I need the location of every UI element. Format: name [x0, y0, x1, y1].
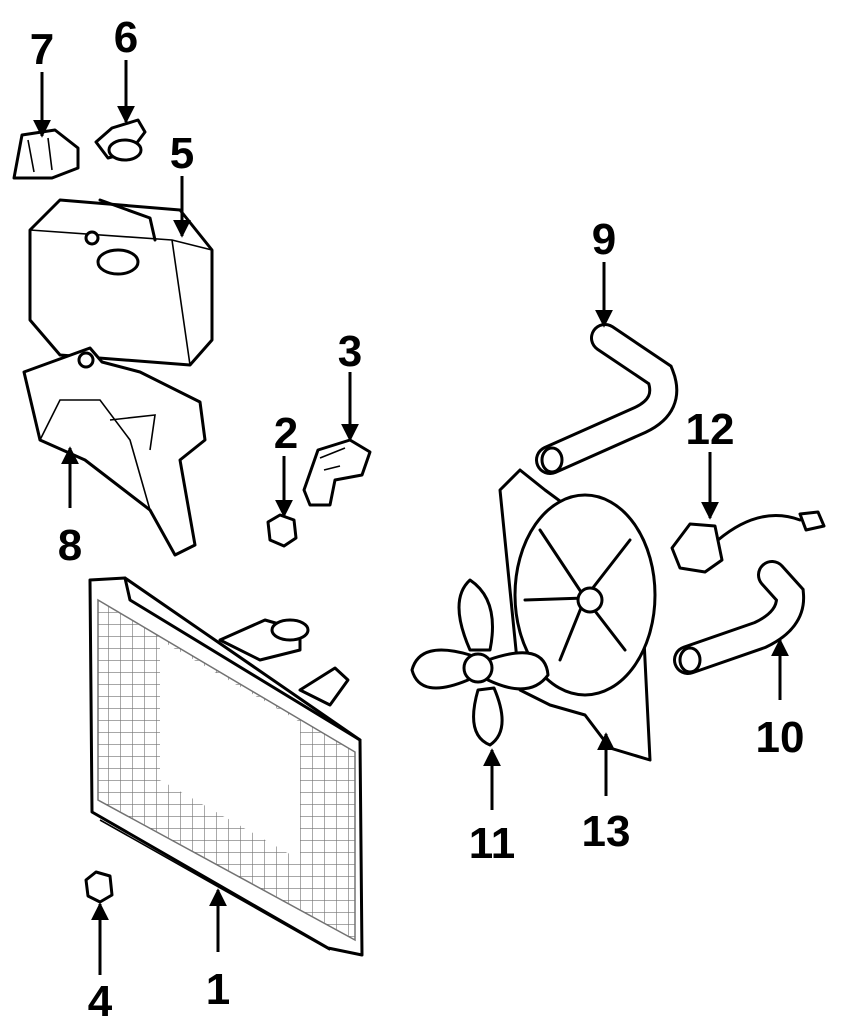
- part-10-lower-hose: [673, 560, 806, 675]
- callout-10: 10: [756, 713, 805, 762]
- callout-9: 9: [592, 215, 616, 264]
- part-5-reservoir-tank: [28, 198, 214, 367]
- part-1-radiator: [88, 576, 364, 957]
- part-3-clamp: [302, 438, 372, 507]
- callout-2: 2: [274, 409, 298, 458]
- callout-7: 7: [30, 25, 54, 74]
- callout-4: 4: [88, 977, 113, 1024]
- part-11-fan-blade: [410, 578, 550, 747]
- callout-11: 11: [469, 819, 516, 868]
- part-8-tank-bracket: [22, 346, 207, 557]
- callout-6: 6: [114, 13, 138, 62]
- callout-12: 12: [686, 405, 735, 454]
- callout-13: 13: [582, 807, 631, 856]
- part-12-fan-motor: [670, 510, 826, 574]
- callout-5: 5: [170, 129, 194, 178]
- part-7-bracket: [12, 128, 80, 180]
- part-6-cap: [94, 118, 147, 162]
- callout-1: 1: [206, 965, 230, 1014]
- callout-labels: 7 6 5 8 2 3 9 12 10 11 13 1 4: [30, 13, 805, 1024]
- callout-8: 8: [58, 521, 82, 570]
- part-13-fan-shroud: [498, 468, 657, 762]
- part-2-nut: [266, 513, 298, 548]
- part-9-upper-hose: [535, 323, 679, 475]
- leader-lines: [33, 60, 789, 975]
- callout-3: 3: [338, 327, 362, 376]
- part-4-drain-plug: [84, 870, 114, 904]
